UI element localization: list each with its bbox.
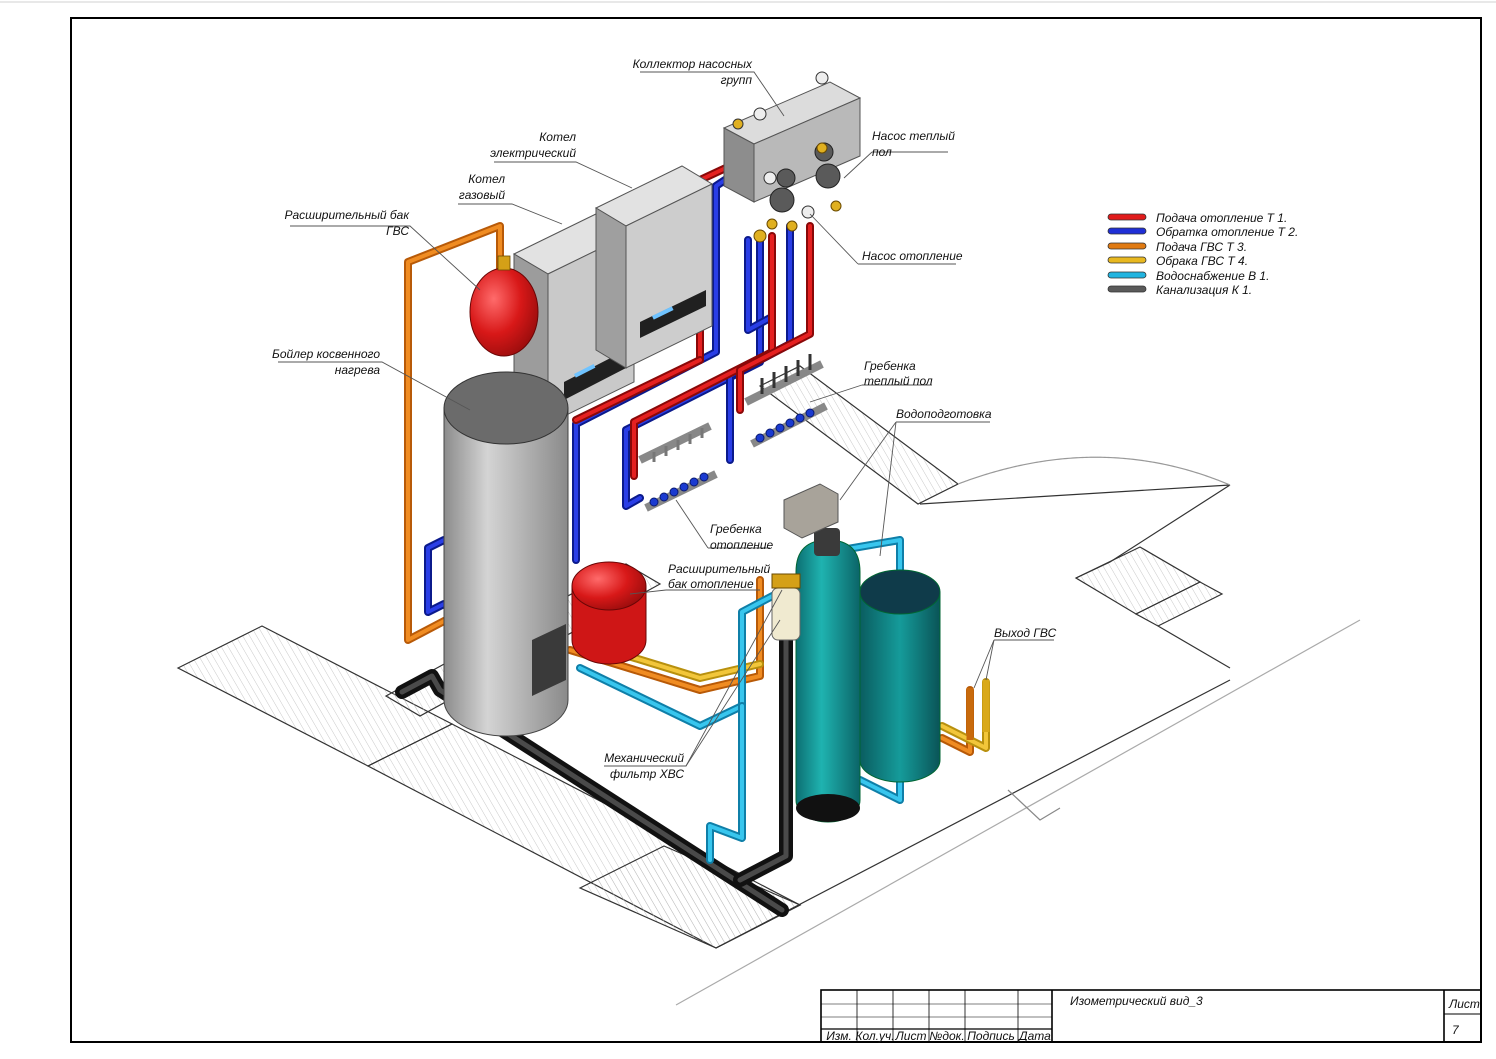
floor-manifold [744, 354, 828, 448]
legend-label: Водоснабжение В 1. [1156, 269, 1269, 283]
label-mech-filter-l2: фильтр ХВС [610, 767, 684, 781]
label-boiler-electric-l1: Котел [539, 130, 576, 144]
sheet-number: 7 [1452, 1023, 1460, 1037]
heating-expansion-tank [571, 561, 647, 665]
col-signature: Подпись [967, 1029, 1015, 1043]
sheet-label: Лист [1448, 997, 1480, 1011]
label-indirect-boiler-l1: Бойлер косвенного [272, 347, 380, 361]
label-boiler-gas-l2: газовый [459, 188, 505, 202]
legend-item: Подача отопление Т 1. [1107, 211, 1287, 225]
label-exp-tank-dhw-l1: Расширительный бак [284, 208, 410, 222]
label-manifold-floor-l2: теплый пол [864, 374, 933, 388]
col-list: Лист [895, 1029, 927, 1043]
title-block [820, 989, 1482, 1043]
legend-swatch [1107, 285, 1147, 293]
sewer-pipe [395, 633, 793, 917]
label-pump-heating: Насос отопление [862, 249, 963, 263]
col-date: Дата [1017, 1029, 1051, 1043]
label-boiler-gas-l1: Котел [468, 172, 505, 186]
label-exp-tank-heating-l2: бак отопление [668, 577, 754, 591]
label-water-treatment: Водоподготовка [896, 407, 992, 421]
legend-label: Подача отопление Т 1. [1156, 211, 1287, 225]
legend-item: Подача ГВС Т 3. [1107, 240, 1247, 254]
label-exp-tank-heating-l1: Расширительный [668, 562, 770, 576]
water-treatment [771, 483, 941, 823]
sheet-frame [70, 17, 1482, 1043]
legend-swatch [1107, 271, 1147, 279]
label-manifold-floor-l1: Гребенка [864, 359, 916, 373]
legend-swatch [1107, 227, 1147, 235]
label-boiler-electric-l2: электрический [490, 146, 576, 160]
electric-boiler [594, 165, 714, 369]
label-mech-filter-l1: Механический [604, 751, 684, 765]
legend-label: Канализация К 1. [1156, 283, 1252, 297]
col-doc: №док. [929, 1029, 964, 1043]
legend-label: Обрака ГВС Т 4. [1156, 254, 1248, 268]
legend-label: Обратка отопление Т 2. [1156, 225, 1298, 239]
legend-label: Подача ГВС Т 3. [1156, 240, 1247, 254]
label-manifold-heating-l2: отопление [710, 538, 774, 552]
legend-swatch [1107, 213, 1147, 221]
label-dhw-outlet: Выход ГВС [994, 626, 1057, 640]
label-pump-floor-l2: пол [872, 145, 892, 159]
pump-collector [722, 71, 862, 243]
title-block-text: Изометрический вид_3 Изм. Кол.уч. Лист №… [826, 994, 1480, 1043]
water-supply-pipes [576, 536, 904, 864]
col-izm: Изм. [826, 1029, 852, 1043]
legend-swatch [1107, 242, 1147, 250]
label-collector-l1: Коллектор насосных [633, 57, 753, 71]
indirect-boiler [443, 371, 569, 737]
heating-manifold [638, 422, 718, 512]
dhw-expansion-tank [469, 255, 539, 357]
legend-item: Канализация К 1. [1107, 283, 1252, 297]
legend-item: Обрака ГВС Т 4. [1107, 254, 1248, 268]
leader-lines [278, 71, 1054, 767]
legend-swatch [1107, 256, 1147, 264]
legend: Подача отопление Т 1. Обратка отопление … [1107, 211, 1298, 297]
dhw-outlet-stubs [966, 680, 990, 740]
label-indirect-boiler-l2: нагрева [335, 363, 381, 377]
label-pump-floor-l1: Насос теплый [872, 129, 955, 143]
heating-return-pipes [424, 174, 794, 616]
label-manifold-heating-l1: Гребенка [710, 522, 762, 536]
legend-item: Водоснабжение В 1. [1107, 269, 1269, 283]
label-exp-tank-dhw-l2: ГВС [386, 224, 409, 238]
annotation-labels: Коллектор насосных групп Котел электриче… [272, 57, 1057, 781]
label-collector-l2: групп [721, 73, 753, 87]
legend-item: Обратка отопление Т 2. [1107, 225, 1298, 239]
col-kol-uch: Кол.уч. [855, 1029, 894, 1043]
drawing-title: Изометрический вид_3 [1070, 994, 1203, 1008]
